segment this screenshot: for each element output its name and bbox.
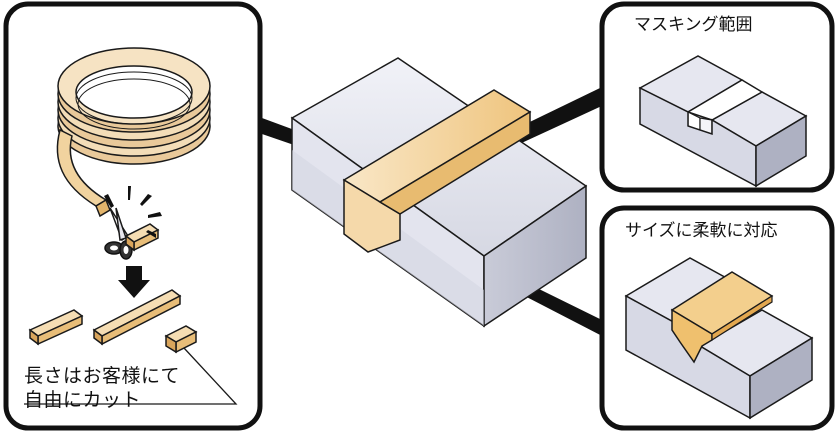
masked-groove-block-icon [638, 55, 808, 188]
left-caption-line-1: 長さはお客様にて [24, 365, 181, 387]
tape-edge [378, 110, 531, 215]
bottom-right-panel [599, 205, 835, 431]
taped-step-block-icon [624, 257, 814, 420]
cut-spark-icon [104, 186, 162, 238]
tape-coil-icon [56, 47, 211, 218]
top-right-panel [599, 1, 835, 193]
bottom-right-panel-title: サイズに柔軟に対応 [625, 221, 778, 241]
cut-strips-icon [28, 289, 198, 354]
top-right-panel-title: マスキング範囲 [634, 15, 753, 35]
left-panel [3, 1, 263, 431]
caption-pointer [24, 347, 238, 405]
center-block [290, 57, 588, 328]
down-arrow-icon [118, 266, 150, 298]
center-tape [342, 89, 532, 253]
left-caption-line-2: 自由にカット [24, 389, 142, 411]
